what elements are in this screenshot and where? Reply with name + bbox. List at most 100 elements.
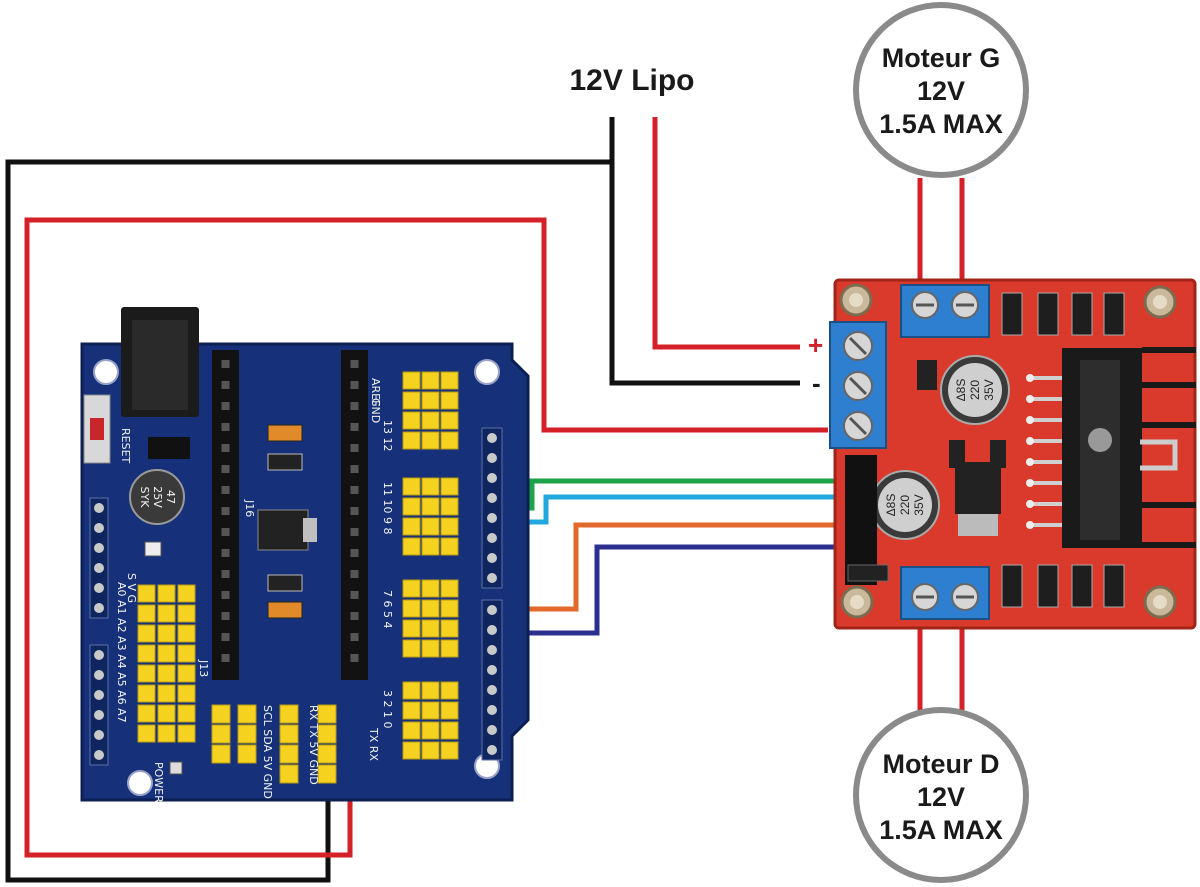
digital-pin <box>440 517 459 536</box>
reset-label: RESET <box>119 428 132 464</box>
chip-leg-solder <box>1026 374 1034 382</box>
driver-regulator <box>955 462 1001 536</box>
diode <box>1071 564 1093 608</box>
digital-header-blocks <box>402 371 459 760</box>
digital-pin <box>421 477 440 496</box>
power-led-label: POWER <box>152 762 165 803</box>
analog-pin <box>177 684 196 703</box>
analog-pin <box>157 644 176 663</box>
digital-pin <box>402 639 421 658</box>
analog-pin <box>137 584 156 603</box>
left-pin-strip <box>89 497 109 619</box>
header-hole <box>221 486 230 494</box>
power-jumper <box>148 437 190 459</box>
right-pin <box>487 685 497 695</box>
driver-input-header <box>845 455 889 585</box>
header-hole <box>350 549 359 557</box>
digital-pin <box>421 619 440 638</box>
chip-leg-solder <box>1026 395 1034 403</box>
wire-black-battery-minus <box>609 117 800 386</box>
digital-pin <box>440 619 459 638</box>
digital-pin <box>421 371 440 390</box>
bottom-pin <box>279 764 299 784</box>
digital-pin <box>402 721 421 740</box>
header-hole <box>350 423 359 431</box>
left-pin <box>94 670 104 680</box>
motor-d-name: Moteur D <box>883 749 1000 779</box>
left-pin <box>94 750 104 760</box>
left-pin <box>94 730 104 740</box>
cap1-line1: Δ8S <box>954 379 968 402</box>
analog-pin <box>137 664 156 683</box>
cap-main-line3: SYK <box>138 487 151 509</box>
right-edge-pins <box>481 427 503 761</box>
dc-jack <box>121 307 199 417</box>
battery-plus-sign: + <box>808 330 823 360</box>
digital-pin <box>421 391 440 410</box>
digital-pin <box>402 681 421 700</box>
bottom-pin <box>317 764 337 784</box>
chip-leg-solder <box>1026 479 1034 487</box>
analog-pin <box>157 704 176 723</box>
digital-pin <box>440 477 459 496</box>
bottom-pin <box>279 724 299 744</box>
header-hole <box>221 633 230 641</box>
digital-pin <box>402 537 421 556</box>
header-hole <box>350 507 359 515</box>
smd-part-3 <box>267 574 303 592</box>
nano-header-right <box>341 350 368 680</box>
analog-pin <box>177 664 196 683</box>
driver-smd-1 <box>949 440 965 468</box>
motor-d: Moteur D 12V 1.5A MAX <box>853 707 1029 883</box>
analog-pin <box>137 624 156 643</box>
digital-pin <box>402 477 421 496</box>
digital-pin <box>440 371 459 390</box>
analog-header-block <box>137 584 196 743</box>
digital-pin <box>421 721 440 740</box>
gnd-label: GND <box>369 398 382 423</box>
motor-g-name: Moteur G <box>882 43 1001 73</box>
digital-pin <box>402 371 421 390</box>
driver-jumper <box>917 360 937 390</box>
right-pin <box>487 533 497 543</box>
diode <box>1103 564 1125 608</box>
header-hole <box>221 528 230 536</box>
battery-minus-sign: - <box>812 368 821 398</box>
right-pin <box>487 645 497 655</box>
analog-pin <box>157 664 176 683</box>
header-hole <box>221 360 230 368</box>
nano-header-left <box>212 350 239 680</box>
analog-pin <box>177 724 196 743</box>
left-pin <box>94 563 104 573</box>
driver-smd-2 <box>990 440 1006 468</box>
analog-pin <box>157 584 176 603</box>
digital-pin <box>421 537 440 556</box>
analog-pin <box>177 604 196 623</box>
chip-leg-solder <box>1026 437 1034 445</box>
left-pin <box>94 543 104 553</box>
digital-pin <box>421 497 440 516</box>
digital-pin <box>402 497 421 516</box>
voltage-regulator <box>257 509 309 551</box>
left-pin <box>94 503 104 513</box>
bottom-pin <box>211 744 231 764</box>
diode <box>1037 564 1059 608</box>
digital-pin <box>440 537 459 556</box>
mount-screw-bl <box>840 585 874 619</box>
bottom-pin <box>211 724 231 744</box>
header-hole <box>221 507 230 515</box>
terminal-motor-g <box>900 284 990 338</box>
smd-cap-1 <box>267 424 303 442</box>
header-hole <box>350 612 359 620</box>
digital-pin <box>402 579 421 598</box>
digital-pin <box>440 721 459 740</box>
diode <box>1001 292 1023 336</box>
analog-pin <box>137 704 156 723</box>
l298-heatsink <box>1062 347 1196 548</box>
analog-pin <box>157 624 176 643</box>
digital-pin <box>440 741 459 760</box>
digital-pin <box>421 681 440 700</box>
digital-pin <box>402 599 421 618</box>
